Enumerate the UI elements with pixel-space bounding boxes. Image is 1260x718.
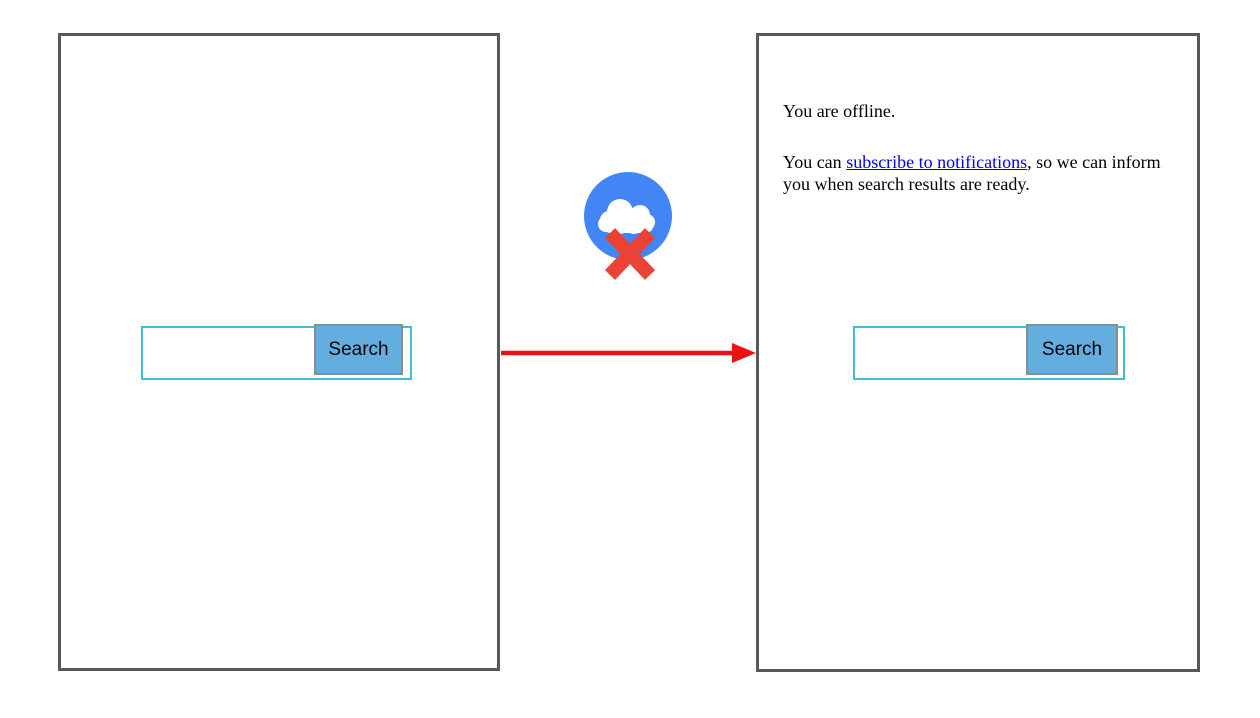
right-screen-frame: You are offline. You can subscribe to no… (756, 33, 1200, 672)
search-button[interactable]: Search (1026, 324, 1118, 375)
cloud-glyph (598, 199, 655, 234)
flow-right-arrow (501, 343, 756, 363)
notification-hint-text: You can subscribe to notifications, so w… (783, 151, 1183, 195)
search-button[interactable]: Search (314, 324, 403, 375)
offline-message: You are offline. You can subscribe to no… (783, 100, 1183, 195)
cloud-offline-icon (584, 172, 672, 280)
subscribe-link[interactable]: subscribe to notifications (846, 152, 1028, 172)
left-screen-frame: Search (58, 33, 500, 671)
hint-text-after-link: , so we can inform you when search resul… (783, 152, 1161, 194)
hint-text-before-link: You can (783, 152, 847, 172)
offline-status-text: You are offline. (783, 101, 896, 121)
error-cross (604, 228, 656, 280)
